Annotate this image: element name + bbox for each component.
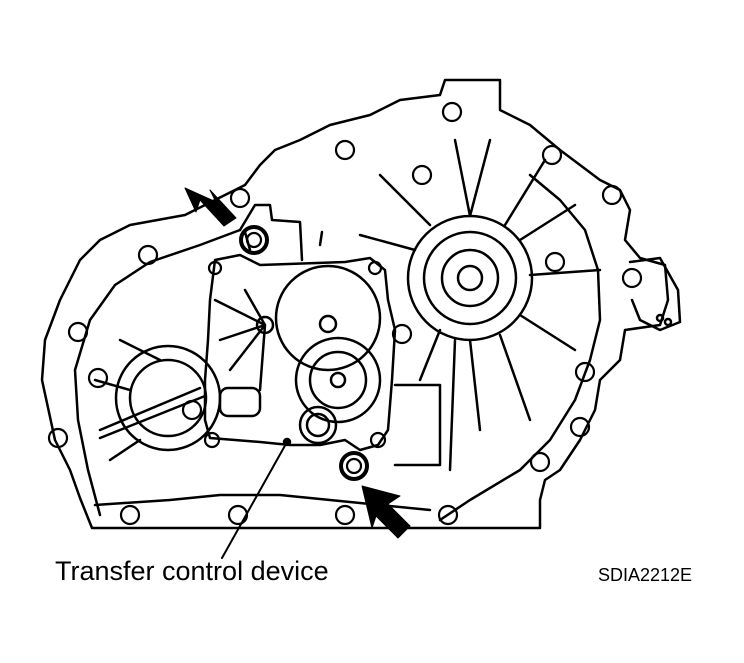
device-slot bbox=[218, 386, 262, 418]
bolt bbox=[229, 187, 251, 209]
right-tab-hole bbox=[663, 317, 673, 327]
callout-leader bbox=[221, 441, 288, 559]
bolt bbox=[339, 451, 369, 481]
left-ribs bbox=[93, 338, 162, 462]
figure-code: SDIA2212E bbox=[598, 565, 693, 585]
bolt bbox=[367, 260, 383, 276]
device-gear-upper-hub bbox=[318, 314, 338, 334]
bolt bbox=[569, 416, 591, 438]
case-flange bbox=[73, 228, 242, 517]
bolt bbox=[345, 457, 363, 475]
bolt bbox=[441, 101, 463, 123]
bolt bbox=[334, 504, 356, 526]
bolt bbox=[574, 361, 596, 383]
left-housing-inner bbox=[128, 358, 208, 438]
bolt bbox=[369, 431, 387, 449]
bolt bbox=[207, 260, 223, 276]
arrow-upper-icon bbox=[184, 187, 237, 227]
bolt bbox=[239, 225, 269, 255]
bolt bbox=[67, 321, 89, 343]
control-device-plate bbox=[203, 253, 397, 452]
device-boss-inner bbox=[305, 412, 331, 438]
bolt bbox=[437, 504, 459, 526]
device-gear-upper bbox=[274, 264, 382, 372]
bolt bbox=[47, 427, 69, 449]
bolt bbox=[137, 244, 159, 266]
bolt bbox=[334, 139, 356, 161]
bolt bbox=[87, 367, 109, 389]
main-gear-ribs bbox=[358, 138, 602, 472]
bolt bbox=[411, 164, 433, 186]
right-tab-hole bbox=[655, 313, 665, 323]
bolt bbox=[529, 451, 551, 473]
device-gear-lower-hub bbox=[329, 371, 347, 389]
device-gear-lower bbox=[294, 336, 382, 424]
bolt bbox=[203, 431, 221, 449]
main-gear-mid bbox=[422, 230, 518, 326]
bolt bbox=[541, 144, 563, 166]
device-spokes bbox=[213, 288, 267, 392]
bolt bbox=[391, 323, 413, 345]
right-tab bbox=[628, 256, 682, 332]
bolt bbox=[245, 231, 263, 249]
device-boss bbox=[298, 405, 338, 445]
device-pivot bbox=[255, 315, 275, 335]
main-gear-inner bbox=[440, 248, 500, 308]
transfer-control-device-label: Transfer control device bbox=[55, 556, 329, 586]
device-gear-lower-inner bbox=[308, 350, 368, 410]
case-flange-right bbox=[438, 173, 602, 522]
main-gear-outer bbox=[406, 214, 534, 342]
arrow-lower-icon bbox=[361, 485, 411, 539]
case-outline bbox=[40, 78, 670, 530]
callout-dot bbox=[282, 437, 292, 447]
right-bracket bbox=[393, 383, 442, 467]
bolt bbox=[544, 251, 566, 273]
bolt-group bbox=[47, 101, 643, 526]
bolt bbox=[119, 504, 141, 526]
main-gear-hub bbox=[456, 264, 484, 292]
bolt bbox=[181, 399, 203, 421]
bolt bbox=[227, 504, 249, 526]
bolt bbox=[621, 267, 643, 289]
bolt bbox=[601, 184, 623, 206]
